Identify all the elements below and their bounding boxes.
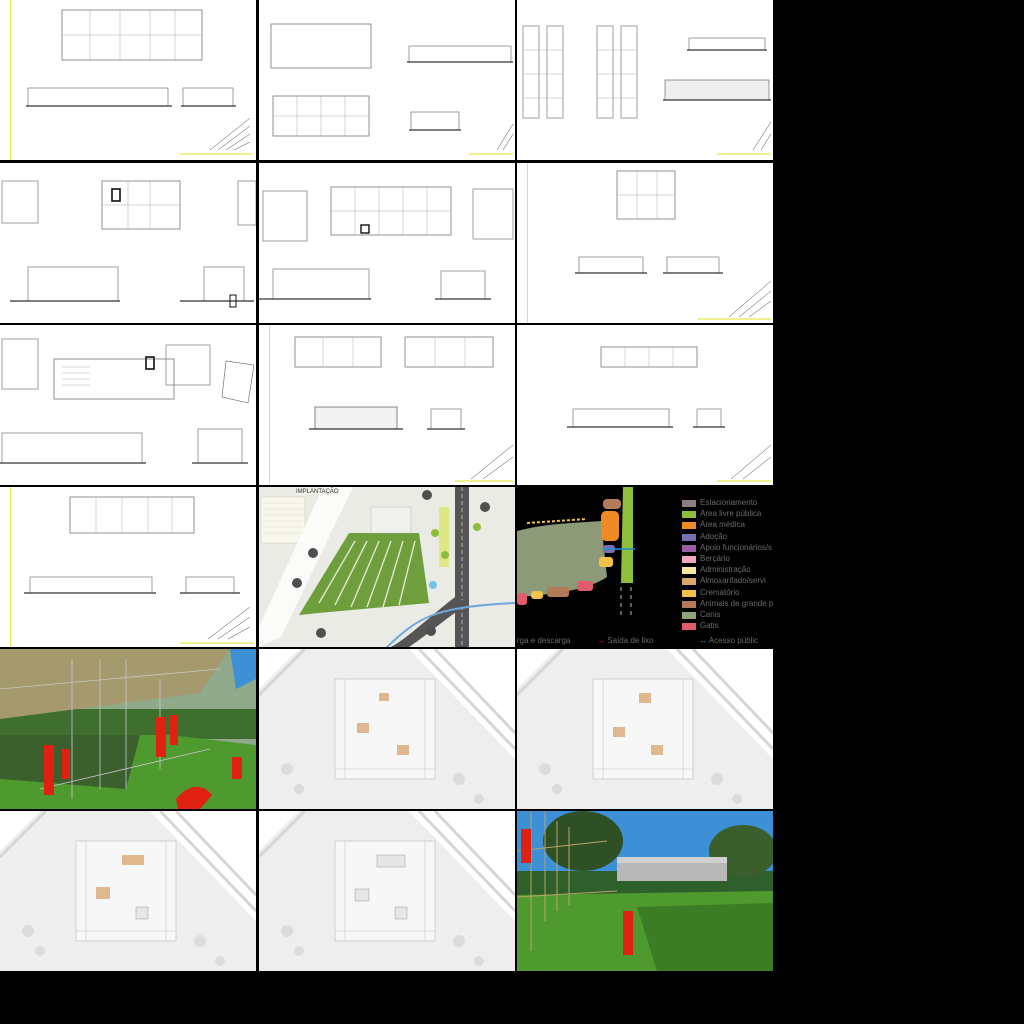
sheet-margin-line xyxy=(10,0,11,160)
floor-plan-drawing xyxy=(294,336,514,482)
legend-item: Área médica xyxy=(682,520,774,531)
drawing-sheet-10[interactable] xyxy=(0,487,256,647)
thumbnail-grid xyxy=(0,0,773,971)
legend-label: Área livre pública xyxy=(700,509,762,519)
legend-swatch xyxy=(682,589,696,597)
zoning-legend: Estacionamento Área livre pública Área m… xyxy=(682,498,774,632)
site-plan-title: IMPLANTAÇÃO xyxy=(296,489,339,495)
legend-swatch xyxy=(682,555,696,563)
render-view-2[interactable] xyxy=(517,811,773,971)
legend-swatch xyxy=(682,611,696,619)
legend-label: Estacionamento xyxy=(700,498,758,507)
drawing-sheet-3[interactable] xyxy=(517,0,773,160)
legend-swatch xyxy=(682,533,696,541)
legend-label: Administração xyxy=(700,565,751,575)
legend-label: Área médica xyxy=(700,520,745,530)
legend-swatch xyxy=(682,511,696,519)
floor-plan-drawing xyxy=(0,338,255,464)
floor-plan-drawing xyxy=(270,23,514,155)
legend-swatch xyxy=(682,578,696,586)
legend-item: Berçário xyxy=(682,554,774,565)
legend-label: Adoção xyxy=(700,531,728,541)
perspective-render xyxy=(0,649,256,809)
legend-item: Gatis xyxy=(682,621,774,632)
legend-item: Canis xyxy=(682,610,774,621)
legend-item: Animais de grande p xyxy=(682,599,774,610)
drawing-sheet-9[interactable] xyxy=(517,325,773,485)
double-arrow-icon: ↔ xyxy=(699,636,707,645)
sheet-margin-line xyxy=(10,487,11,647)
site-plan-board[interactable] xyxy=(259,487,515,647)
floor-plan-drawing xyxy=(575,170,772,320)
legend-swatch xyxy=(682,600,696,608)
flow-arrow-public: ↔ Acesso públic xyxy=(699,636,758,645)
drawing-sheet-4[interactable] xyxy=(0,163,256,323)
legend-label: Almoxarifado/servi xyxy=(700,576,766,586)
arrow-icon: → xyxy=(597,636,605,645)
sheet-margin-line xyxy=(269,325,270,485)
site-plan-drawing xyxy=(259,649,515,809)
legend-item: Área livre pública xyxy=(682,509,774,520)
flow-label-loading: rga e descarga xyxy=(517,636,571,645)
legend-item: Estacionamento xyxy=(682,498,774,509)
floor-plan-drawing xyxy=(1,180,256,308)
floor-plan-drawing xyxy=(24,496,254,644)
legend-label: Apoio funcionários/s xyxy=(700,542,773,552)
drawing-sheet-5[interactable] xyxy=(259,163,515,323)
site-plan-drawing xyxy=(0,811,256,971)
legend-item: Apoio funcionários/s xyxy=(682,543,774,554)
perspective-render xyxy=(517,811,773,971)
legend-label: Canis xyxy=(700,609,721,619)
render-view-1[interactable] xyxy=(0,649,256,809)
legend-swatch xyxy=(682,544,696,552)
drawing-sheet-7[interactable] xyxy=(0,325,256,485)
floor-plan-drawing xyxy=(567,346,772,482)
flow-arrow-trash: → Saída de lixo xyxy=(597,636,654,645)
legend-item: Adoção xyxy=(682,532,774,543)
site-plan-variant-3[interactable] xyxy=(0,811,256,971)
drawing-sheet-6[interactable] xyxy=(517,163,773,323)
site-plan-drawing xyxy=(259,811,515,971)
site-plan-drawing xyxy=(517,649,773,809)
legend-label: Berçário xyxy=(700,553,730,563)
drawing-sheet-1[interactable] xyxy=(0,0,256,160)
drawing-sheet-8[interactable] xyxy=(259,325,515,485)
legend-label: Crematório xyxy=(700,587,740,597)
legend-label: Animais de grande p xyxy=(700,598,774,608)
legend-item: Crematório xyxy=(682,588,774,599)
legend-item: Almoxarifado/servi xyxy=(682,576,774,587)
legend-swatch xyxy=(682,567,696,575)
legend-item: Administração xyxy=(682,565,774,576)
floor-plan-drawing xyxy=(522,25,772,155)
zoning-diagram[interactable] xyxy=(517,487,773,647)
site-plan-drawing xyxy=(259,487,515,647)
legend-label: Gatis xyxy=(700,621,719,631)
sheet-margin-line xyxy=(527,163,528,323)
site-plan-variant-4[interactable] xyxy=(259,811,515,971)
legend-swatch xyxy=(682,522,696,530)
drawing-sheet-2[interactable] xyxy=(259,0,515,160)
floor-plan-drawing xyxy=(26,9,252,155)
flow-label-trash: Saída de lixo xyxy=(607,636,654,645)
floor-plan-drawing xyxy=(259,186,514,300)
flow-label-public: Acesso públic xyxy=(708,636,759,645)
site-plan-variant-1[interactable] xyxy=(259,649,515,809)
legend-swatch xyxy=(682,623,696,631)
legend-swatch xyxy=(682,500,696,507)
site-plan-variant-2[interactable] xyxy=(517,649,773,809)
zoning-map xyxy=(517,487,773,647)
